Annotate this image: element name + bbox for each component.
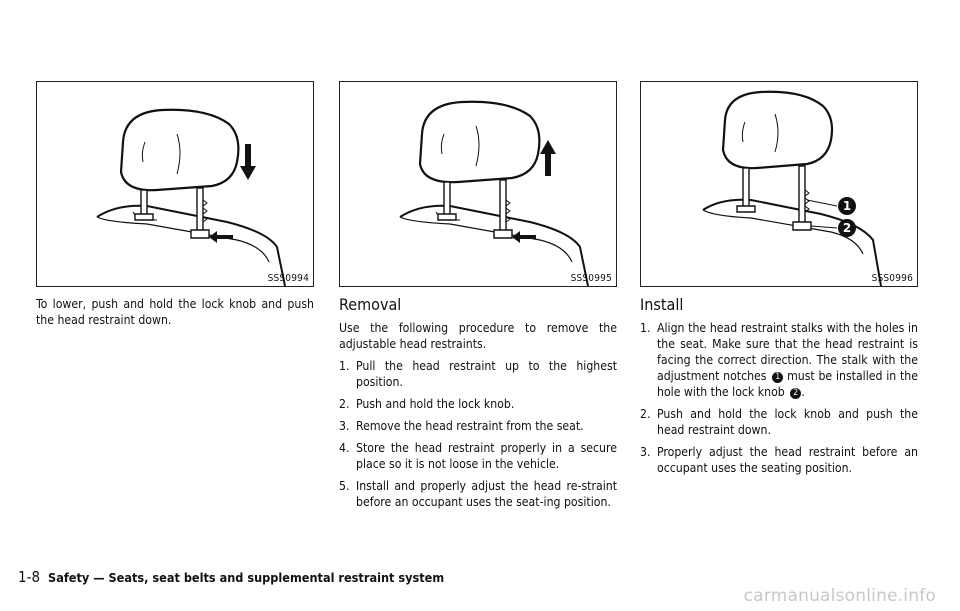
- figure-lower-head-restraint: SSS0994: [36, 81, 314, 287]
- removal-steps: 1.Pull the head restraint up to the high…: [339, 358, 617, 510]
- list-item: 2.Push and hold the lock knob.: [339, 397, 515, 411]
- page-number: 1-8: [18, 568, 41, 586]
- head-restraint-illustration: [96, 108, 286, 286]
- head-restraint-illustration: 1 2: [702, 90, 882, 286]
- figure-install-head-restraint: 1 2 SSS0996: [640, 81, 918, 287]
- svg-text:2: 2: [843, 221, 851, 235]
- figure-raise-head-restraint: SSS0995: [339, 81, 617, 287]
- figure-code: SSS0994: [267, 273, 309, 284]
- chapter-title: Safety — Seats, seat belts and supplemen…: [48, 570, 445, 585]
- section-heading-removal: Removal: [339, 295, 402, 314]
- figure-code: SSS0996: [871, 273, 913, 284]
- list-item: 2.Push and hold the lock knob and push t…: [640, 407, 918, 437]
- callout-1-badge: 1: [772, 372, 784, 383]
- lower-instruction-text: To lower, push and hold the lock knob an…: [36, 297, 314, 327]
- list-item: 3.Remove the head restraint from the sea…: [339, 419, 584, 433]
- watermark: carmanualsonline.info: [743, 586, 936, 606]
- list-item: 5.Install and properly adjust the head r…: [339, 479, 617, 509]
- page-footer: 1-8 Safety — Seats, seat belts and suppl…: [18, 568, 444, 586]
- left-column: SSS0994 To lower, push and hold the lock…: [36, 81, 314, 328]
- list-item: 4.Store the head restraint properly in a…: [339, 441, 617, 471]
- callout-1-marker: [838, 197, 856, 215]
- install-steps: 1.Align the head restraint stalks with t…: [640, 320, 918, 476]
- list-item: 3.Properly adjust the head restraint bef…: [640, 445, 918, 475]
- list-item: 1.Align the head restraint stalks with t…: [640, 321, 918, 399]
- right-column: 1 2 SSS0996 Install 1.Align the head res…: [640, 81, 918, 476]
- section-heading-install: Install: [640, 295, 684, 314]
- callout-2-badge: 2: [790, 388, 802, 399]
- callout-2-marker: [838, 219, 856, 237]
- middle-column: SSS0995 Removal Use the following proced…: [339, 81, 617, 510]
- svg-text:1: 1: [843, 199, 851, 213]
- list-item: 1.Pull the head restraint up to the high…: [339, 359, 617, 389]
- removal-intro: Use the following procedure to remove th…: [339, 321, 617, 351]
- figure-code: SSS0995: [570, 273, 612, 284]
- head-restraint-illustration: [399, 100, 589, 286]
